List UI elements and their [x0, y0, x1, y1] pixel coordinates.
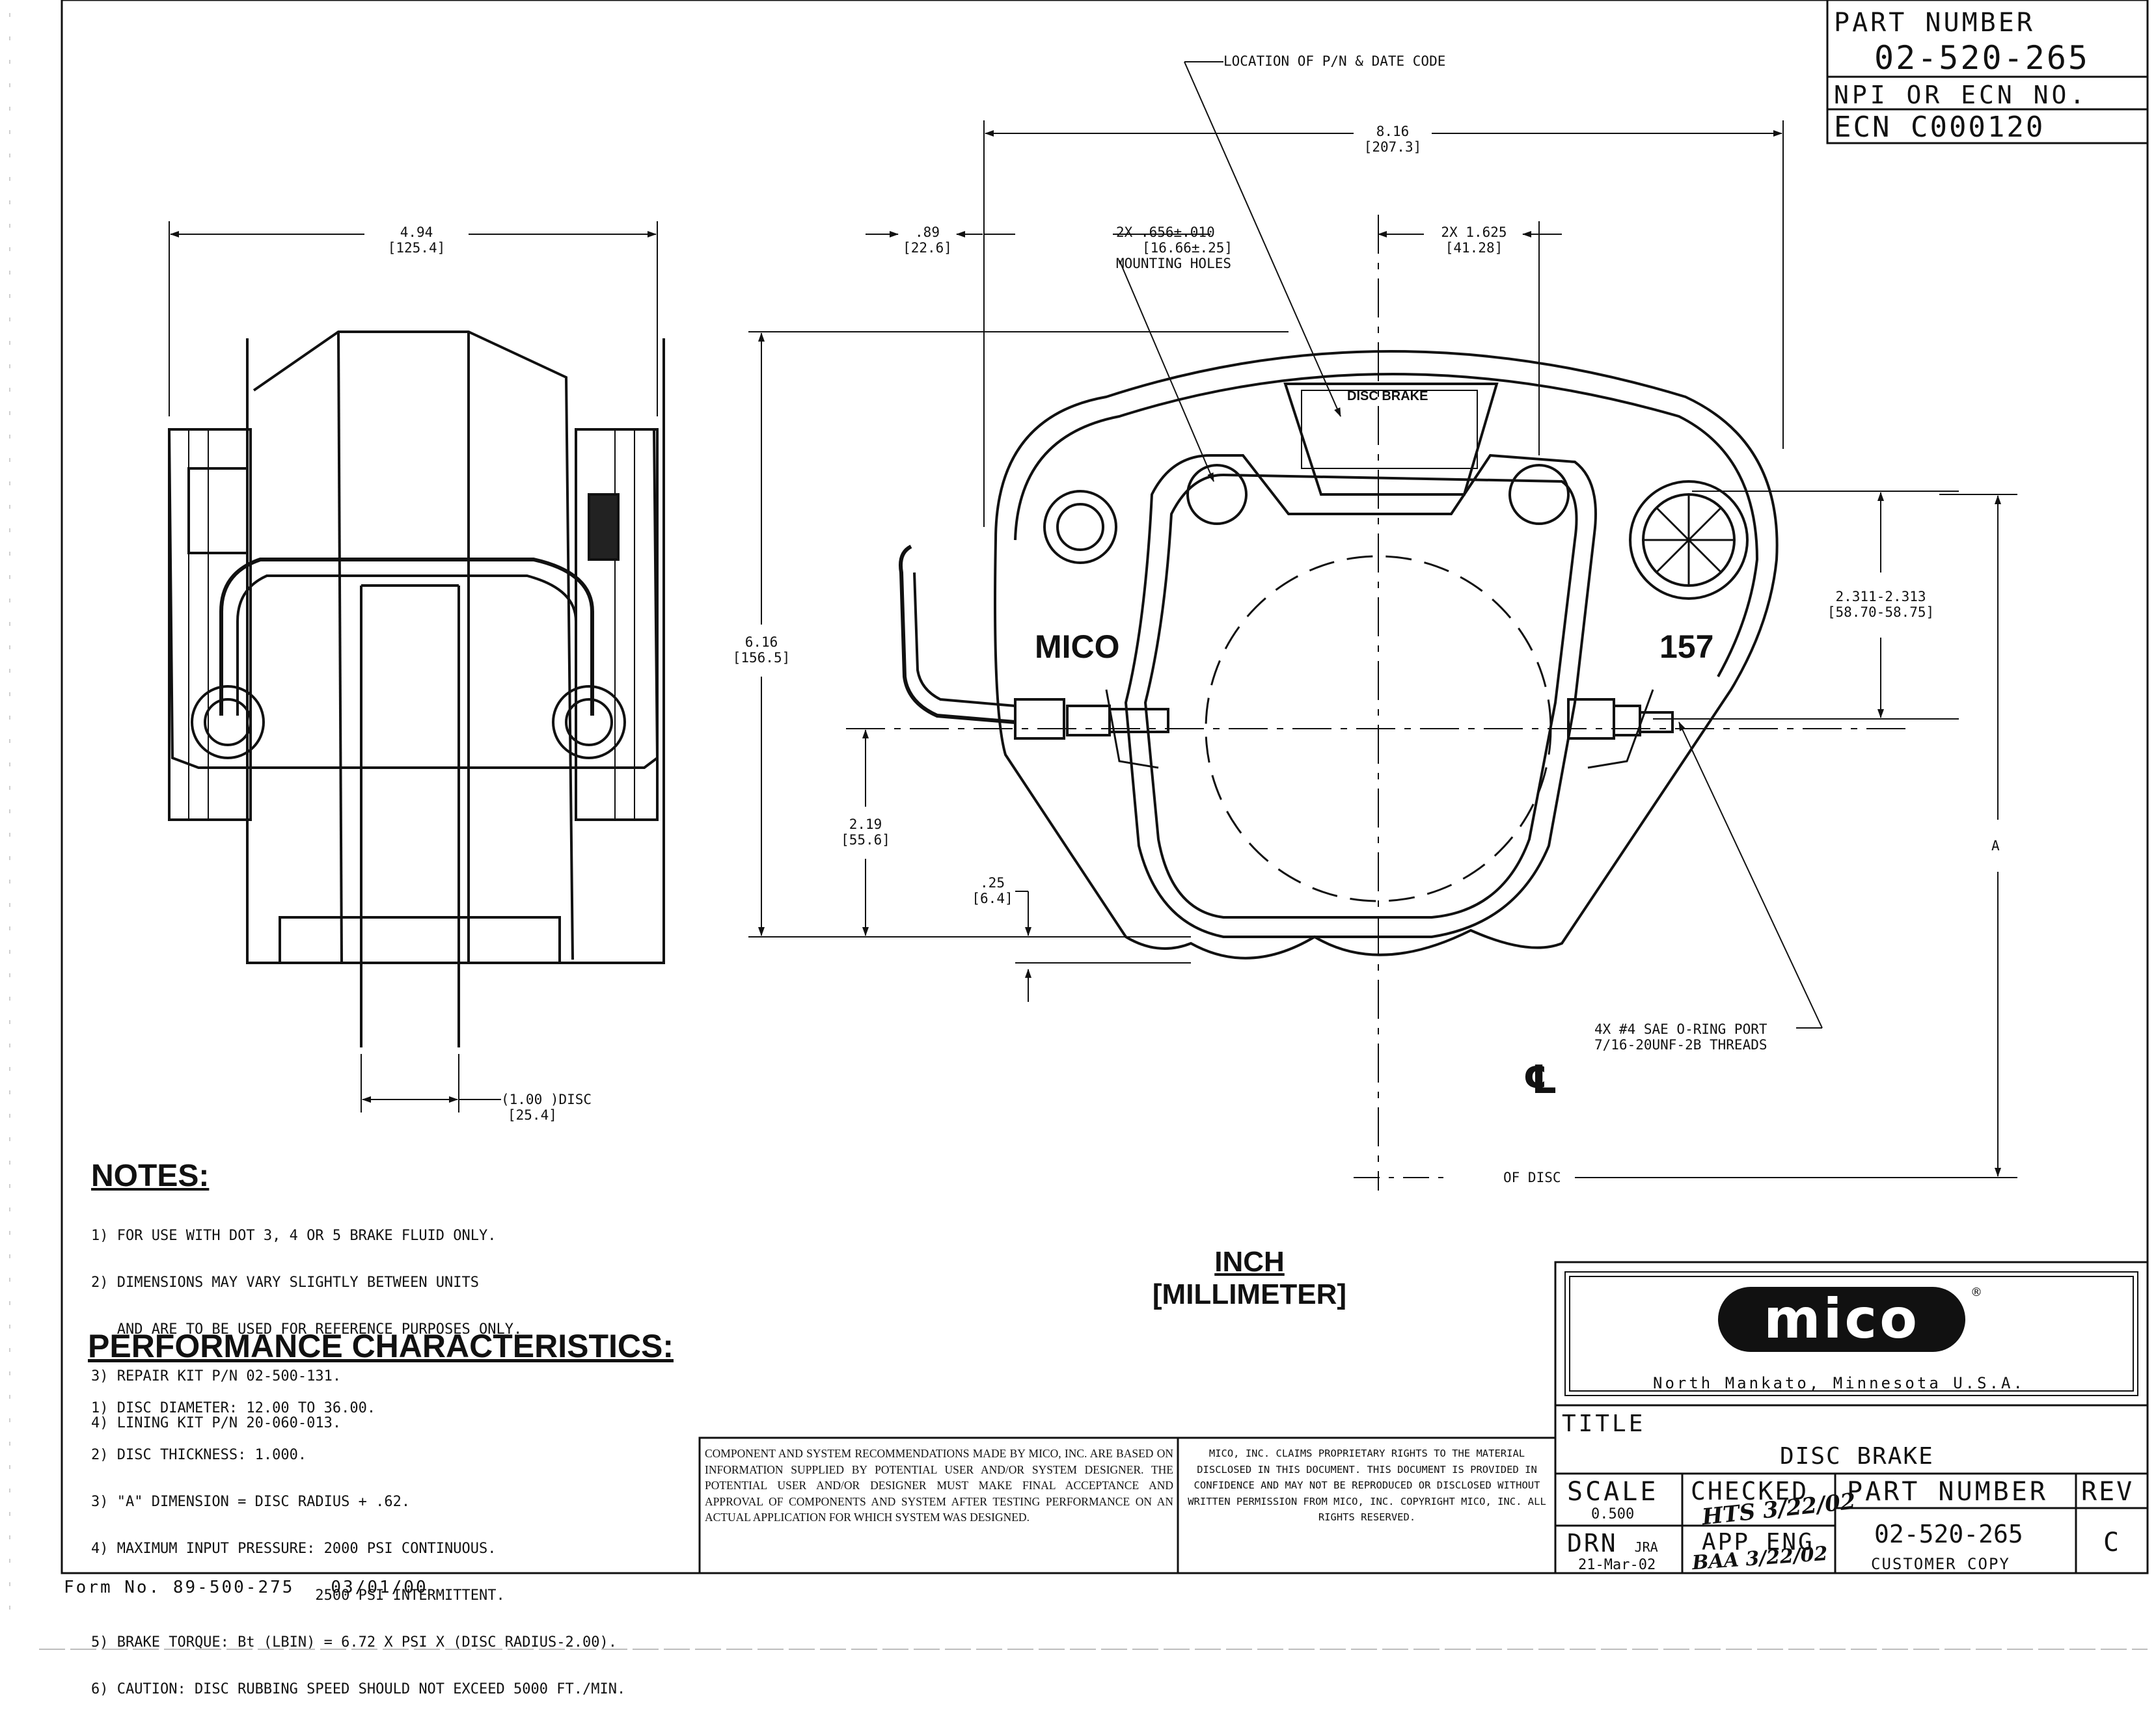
perf-line-5: 2500 PSI INTERMITTENT. [91, 1587, 505, 1604]
port-span-dim: 2.311-2.313 [58.70-58.75] [1809, 589, 1952, 620]
holes-line2: [16.66±.25] [1142, 240, 1233, 256]
units-inch: INCH [1214, 1246, 1285, 1278]
offset-dim: .89 [22.6] [898, 224, 957, 256]
gap-mm: [6.4] [972, 891, 1013, 906]
disc-thickness-dim: (1.00 )DISC [25.4] [501, 1092, 592, 1123]
height-mm: [156.5] [732, 650, 791, 666]
id-plate-title: DISC BRAKE [1347, 389, 1428, 403]
form-number: Form No. 89-500-275 03/01/00 [64, 1578, 428, 1597]
note-line-4: 3) REPAIR KIT P/N 02-500-131. [91, 1368, 342, 1384]
checked-label: CHECKED [1691, 1477, 1809, 1505]
gap-dim: .25 [6.4] [970, 875, 1015, 906]
part-number-label: PART NUMBER [1847, 1477, 2048, 1507]
pn-location-callout: LOCATION OF P/N & DATE CODE [1223, 53, 1446, 69]
mico-cast-text: MICO [1035, 628, 1120, 665]
port-line1: 4X #4 SAE O-RING PORT [1594, 1021, 1767, 1037]
height-in: 6.16 [744, 634, 778, 650]
part-number-value: 02-520-265 [1874, 1520, 2023, 1548]
offset-in: .89 [915, 224, 940, 240]
of-disc-label: OF DISC [1503, 1170, 1561, 1185]
disc-mm: [25.4] [508, 1107, 557, 1123]
top-part-number-value: 02-520-265 [1874, 39, 2090, 77]
scale-value: 0.500 [1591, 1506, 1635, 1522]
mounting-holes-callout: 2X .656±.010 [16.66±.25] MOUNTING HOLES [1116, 224, 1233, 271]
drn-label-text: DRN [1567, 1529, 1618, 1558]
height-dim: 6.16 [156.5] [732, 634, 791, 666]
port-line2: 7/16-20UNF-2B THREADS [1594, 1037, 1767, 1053]
title-label: TITLE [1562, 1410, 1646, 1437]
notes-heading: NOTES: [91, 1159, 210, 1193]
hole-spacing-mm: [41.28] [1445, 240, 1503, 256]
ecn-label: NPI OR ECN NO. [1834, 81, 2088, 109]
holes-line1: 2X .656±.010 [1116, 224, 1215, 240]
performance-list: 1) DISC DIAMETER: 12.00 TO 36.00. 2) DIS… [91, 1369, 625, 1713]
perf-line-6: 5) BRAKE TORQUE: Bt (LBIN) = 6.72 X PSI … [91, 1634, 617, 1651]
center-in: 2.19 [849, 816, 882, 832]
perf-line-1: 1) DISC DIAMETER: 12.00 TO 36.00. [91, 1400, 376, 1416]
drn-label: DRN JRA [1567, 1529, 1658, 1558]
rev-value: C [2103, 1528, 2120, 1558]
disc-in: (1.00 )DISC [501, 1092, 592, 1107]
port-span-in: 2.311-2.313 [1835, 589, 1926, 604]
hole-spacing-dim: 2X 1.625 [41.28] [1425, 224, 1523, 256]
note-line-2: 2) DIMENSIONS MAY VARY SLIGHTLY BETWEEN … [91, 1275, 480, 1291]
drn-initials: JRA [1634, 1539, 1658, 1555]
dimension-a: A [1991, 838, 2000, 854]
notes-list: 1) FOR USE WITH DOT 3, 4 OR 5 BRAKE FLUI… [91, 1197, 522, 1447]
overall-width-in: 8.16 [1376, 124, 1410, 139]
drawing-linework [9, 0, 2149, 1650]
gap-in: .25 [980, 875, 1005, 891]
center-mm: [55.6] [841, 832, 890, 848]
company-logo-text: MICO [1764, 1287, 1920, 1351]
side-width-mm: [125.4] [387, 240, 446, 256]
centerline-symbol: ℄ [1523, 1057, 1558, 1103]
center-dim: 2.19 [55.6] [836, 816, 895, 848]
side-view [168, 221, 665, 1113]
customer-copy: CUSTOMER COPY [1871, 1555, 2010, 1573]
company-location: North Mankato, Minnesota U.S.A. [1653, 1374, 2025, 1392]
side-width-in: 4.94 [400, 224, 433, 240]
cast-number-text: 157 [1659, 628, 1714, 665]
offset-mm: [22.6] [903, 240, 952, 256]
title-block-lines [698, 1261, 2149, 1574]
port-span-mm: [58.70-58.75] [1827, 604, 1935, 620]
units-label: INCH [MILLIMETER] [1119, 1246, 1380, 1311]
note-line-5: 4) LINING KIT P/N 20-060-013. [91, 1415, 342, 1431]
hole-spacing-in: 2X 1.625 [1441, 224, 1507, 240]
port-callout: 4X #4 SAE O-RING PORT 7/16-20UNF-2B THRE… [1594, 1021, 1767, 1053]
title-value: DISC BRAKE [1780, 1443, 1934, 1470]
holes-line3: MOUNTING HOLES [1116, 256, 1232, 271]
app-eng-label: APP ENG [1702, 1529, 1814, 1556]
company-logo: MICO ® [1718, 1280, 1982, 1358]
note-line-3: AND ARE TO BE USED FOR REFERENCE PURPOSE… [91, 1321, 523, 1338]
side-width-dim: 4.94 [125.4] [368, 224, 465, 256]
perf-line-2: 2) DISC THICKNESS: 1.000. [91, 1447, 307, 1463]
perf-line-4: 4) MAXIMUM INPUT PRESSURE: 2000 PSI CONT… [91, 1541, 497, 1557]
perf-line-7: 6) CAUTION: DISC RUBBING SPEED SHOULD NO… [91, 1681, 626, 1697]
performance-heading: PERFORMANCE CHARACTERISTICS: [88, 1328, 674, 1364]
rev-label: REV [2081, 1477, 2135, 1507]
ecn-value: ECN C000120 [1834, 111, 2045, 144]
units-mm: [MILLIMETER] [1152, 1278, 1347, 1310]
proprietary-text: MICO, INC. CLAIMS PROPRIETARY RIGHTS TO … [1188, 1448, 1546, 1523]
scale-label: SCALE [1567, 1477, 1659, 1507]
front-view [748, 61, 2017, 1191]
overall-width-mm: [207.3] [1363, 139, 1422, 155]
overall-width-dim: 8.16 [207.3] [1354, 124, 1432, 155]
disclaimer-text: COMPONENT AND SYSTEM RECOMMENDATIONS MAD… [705, 1447, 1173, 1524]
note-line-1: 1) FOR USE WITH DOT 3, 4 OR 5 BRAKE FLUI… [91, 1228, 497, 1244]
drn-date: 21-Mar-02 [1578, 1557, 1656, 1573]
perf-line-3: 3) "A" DIMENSION = DISC RADIUS + .62. [91, 1494, 411, 1510]
top-part-number-label: PART NUMBER [1834, 8, 2035, 38]
part-number-box [1826, 0, 2149, 144]
